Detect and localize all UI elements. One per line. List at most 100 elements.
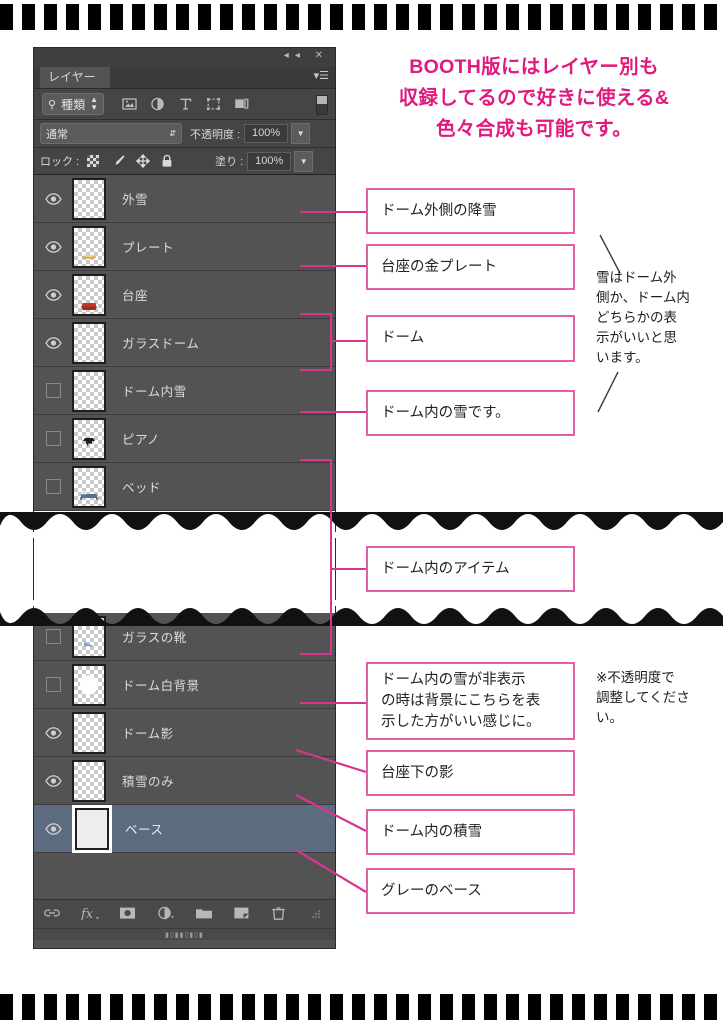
layer-thumbnail[interactable] bbox=[72, 663, 106, 706]
layer-row[interactable]: ベッド bbox=[34, 463, 335, 511]
lock-row: ロック : 塗り : 100% ▼ bbox=[34, 148, 335, 175]
fill-dropdown-icon[interactable]: ▼ bbox=[294, 150, 314, 172]
layer-mask-icon[interactable] bbox=[119, 906, 136, 923]
layer-visibility-eye-icon[interactable] bbox=[44, 774, 62, 787]
opacity-dropdown-icon[interactable]: ▼ bbox=[291, 123, 311, 144]
layer-row[interactable]: ガラスドーム bbox=[34, 319, 335, 367]
layer-name[interactable]: ピアノ bbox=[122, 433, 160, 447]
layer-visibility-checkbox[interactable] bbox=[45, 383, 61, 398]
layer-name[interactable]: ガラスの靴 bbox=[122, 631, 187, 645]
torn-edge-upper bbox=[0, 512, 723, 538]
connector-line-3 bbox=[330, 340, 366, 342]
layer-row[interactable]: ピアノ bbox=[34, 415, 335, 463]
lock-image-pixels-icon[interactable] bbox=[111, 154, 125, 168]
layer-thumbnail[interactable] bbox=[72, 369, 106, 412]
connector-line-5 bbox=[330, 568, 366, 570]
layer-row[interactable]: 台座 bbox=[34, 271, 335, 319]
layer-thumbnail[interactable] bbox=[72, 465, 106, 508]
lock-all-icon[interactable] bbox=[161, 154, 175, 168]
panel-tabrow: レイヤー ▾☰ bbox=[34, 67, 335, 89]
layer-name[interactable]: ドーム白背景 bbox=[122, 679, 200, 693]
layer-name[interactable]: ベッド bbox=[122, 481, 162, 495]
side-note-snow: 雪はドーム外 側か、ドーム内 どちらかの表 示がいいと思 います。 bbox=[596, 270, 690, 365]
layer-list-lower: ガラスの靴ドーム白背景ドーム影積雪のみベース bbox=[34, 613, 335, 853]
layer-name[interactable]: ドーム内雪 bbox=[122, 385, 187, 399]
filter-toggle-switch[interactable] bbox=[316, 95, 328, 115]
lock-label: ロック : bbox=[40, 156, 80, 168]
layer-visibility-eye-icon[interactable] bbox=[44, 192, 62, 205]
layer-name[interactable]: 外雪 bbox=[122, 193, 149, 207]
filter-kind-select[interactable]: ⚲ 種類 ▲▼ bbox=[42, 93, 104, 115]
shape-layer-filter-icon[interactable] bbox=[206, 97, 221, 112]
layer-row[interactable]: ドーム内雪 bbox=[34, 367, 335, 415]
panel-window-controls[interactable]: ◂◂ ✕ bbox=[283, 50, 329, 61]
callout-box: ドーム内の雪です。 bbox=[366, 390, 575, 436]
status-dots-icon: ▮▯▮▮▯▮▯▮ bbox=[165, 931, 204, 939]
layer-thumbnail[interactable] bbox=[72, 177, 106, 220]
connector-line-2 bbox=[300, 265, 366, 267]
adjustment-layer-icon[interactable] bbox=[157, 906, 174, 923]
connector-line-7 bbox=[295, 730, 376, 780]
layer-visibility-checkbox[interactable] bbox=[45, 431, 61, 446]
connector-line-4 bbox=[300, 411, 366, 413]
adjustment-layer-filter-icon[interactable] bbox=[150, 97, 165, 112]
layer-name[interactable]: 台座 bbox=[122, 289, 149, 303]
layer-thumbnail[interactable] bbox=[72, 225, 106, 268]
layer-visibility-eye-icon[interactable] bbox=[44, 336, 62, 349]
layer-row[interactable]: ドーム白背景 bbox=[34, 661, 335, 709]
connector-line-9 bbox=[295, 840, 376, 902]
layer-visibility-eye-icon[interactable] bbox=[44, 726, 62, 739]
opacity-value[interactable]: 100% bbox=[244, 124, 289, 143]
layer-name[interactable]: ガラスドーム bbox=[122, 337, 200, 351]
layer-row[interactable]: ドーム影 bbox=[34, 709, 335, 757]
layer-row[interactable]: 積雪のみ bbox=[34, 757, 335, 805]
panel-menu-icon[interactable]: ▾☰ bbox=[313, 70, 329, 82]
connector-items-vertical bbox=[330, 459, 332, 655]
type-layer-filter-icon[interactable] bbox=[178, 97, 193, 112]
layer-row[interactable]: ベース bbox=[34, 805, 335, 853]
layer-name[interactable]: プレート bbox=[122, 241, 175, 255]
new-layer-icon[interactable] bbox=[233, 906, 250, 923]
new-group-icon[interactable] bbox=[195, 906, 212, 923]
layer-thumbnail[interactable] bbox=[72, 273, 106, 316]
layer-visibility-eye-icon[interactable] bbox=[44, 288, 62, 301]
filter-kind-label: 種類 bbox=[61, 97, 86, 112]
layer-name[interactable]: ドーム影 bbox=[122, 727, 174, 741]
note-leader-bottom bbox=[596, 371, 632, 416]
link-layers-icon[interactable] bbox=[43, 906, 60, 923]
layer-list-empty-area bbox=[34, 853, 335, 899]
connector-bracket-bottom bbox=[300, 369, 332, 371]
layer-visibility-checkbox[interactable] bbox=[45, 677, 61, 692]
layer-row[interactable]: 外雪 bbox=[34, 175, 335, 223]
pixel-layer-filter-icon[interactable] bbox=[122, 97, 137, 112]
tab-layers[interactable]: レイヤー bbox=[40, 67, 110, 88]
panel-status-bar: ▮▯▮▮▯▮▯▮ bbox=[34, 928, 335, 940]
lock-position-icon[interactable] bbox=[136, 153, 151, 169]
blend-mode-select[interactable]: 通常 ⇵ bbox=[40, 123, 182, 144]
bottom-stripe-border bbox=[0, 994, 723, 1020]
fill-value[interactable]: 100% bbox=[247, 151, 292, 171]
layer-visibility-eye-icon[interactable] bbox=[44, 822, 62, 835]
layer-thumbnail[interactable] bbox=[72, 759, 106, 802]
panel-resize-grip-icon[interactable] bbox=[309, 906, 326, 923]
layer-thumbnail[interactable] bbox=[72, 711, 106, 754]
layer-list-upper: 外雪プレート台座ガラスドームドーム内雪ピアノベッド bbox=[34, 175, 335, 511]
lock-transparent-pixels-icon[interactable] bbox=[86, 154, 100, 168]
layer-visibility-checkbox[interactable] bbox=[45, 479, 61, 494]
layer-name[interactable]: 積雪のみ bbox=[122, 775, 175, 789]
connector-items-bottom bbox=[300, 653, 332, 655]
layer-style-fx-icon[interactable]: fx bbox=[80, 906, 99, 923]
layer-name[interactable]: ベース bbox=[125, 823, 164, 837]
layer-row[interactable]: プレート bbox=[34, 223, 335, 271]
callout-box: グレーのベース bbox=[366, 868, 575, 914]
callout-box: 台座下の影 bbox=[366, 750, 575, 796]
delete-layer-icon[interactable] bbox=[271, 906, 288, 923]
top-stripe-border bbox=[0, 4, 723, 30]
layer-thumbnail[interactable] bbox=[72, 321, 106, 364]
layer-thumbnail[interactable] bbox=[75, 807, 109, 850]
layer-visibility-eye-icon[interactable] bbox=[44, 240, 62, 253]
callout-box: ドーム bbox=[366, 315, 575, 362]
smart-object-filter-icon[interactable] bbox=[234, 97, 249, 112]
layer-thumbnail[interactable] bbox=[72, 417, 106, 460]
layer-visibility-checkbox[interactable] bbox=[45, 629, 61, 644]
